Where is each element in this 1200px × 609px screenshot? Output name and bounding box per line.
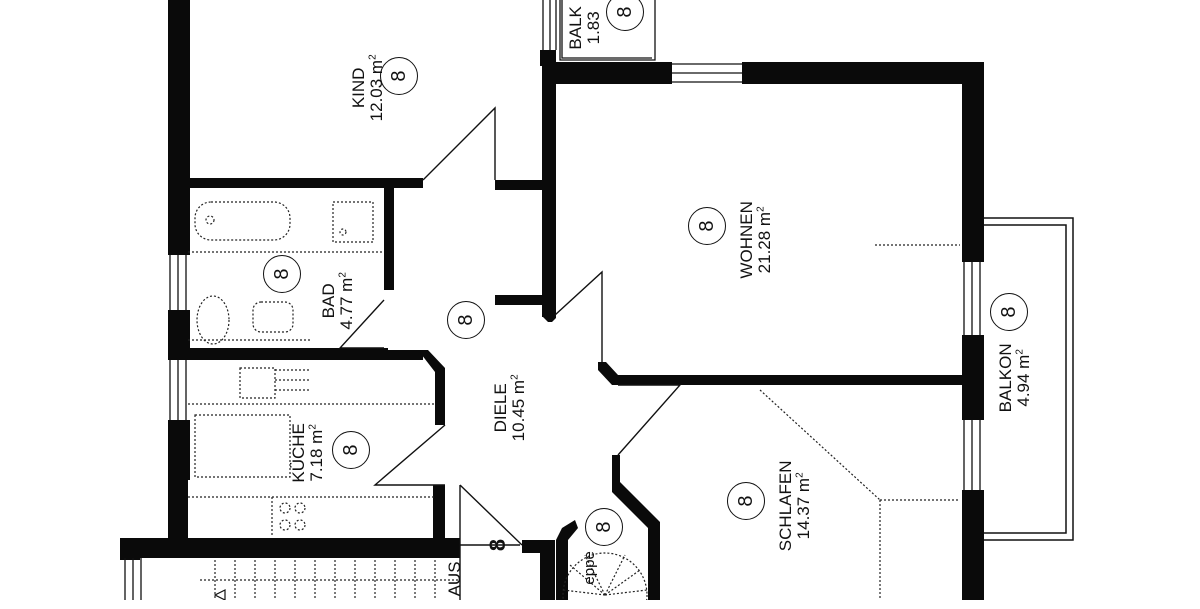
- room-label-kind: KIND 12.03 m2: [349, 38, 386, 138]
- room-name: DIELE: [491, 383, 511, 433]
- room-label-balkon: BALKON 4.94 m2: [996, 328, 1033, 428]
- room-marker-kind: 8: [380, 57, 418, 95]
- walls: [120, 0, 984, 600]
- room-label-diele: DIELE 10.45 m2: [491, 358, 528, 458]
- room-name: KÜCHE: [289, 423, 309, 483]
- room-area: 1.83: [584, 11, 603, 45]
- room-label-kueche: KÜCHE 7.18 m2: [289, 403, 326, 503]
- room-marker-schlafen: 8: [727, 482, 765, 520]
- furniture: [188, 201, 960, 609]
- door-marker: 8: [485, 538, 511, 552]
- stair-arrow: [213, 589, 226, 601]
- stair-label: eppe: [581, 551, 599, 585]
- room-name: BALKON: [996, 343, 1016, 413]
- room-area: 21.28 m2: [755, 206, 774, 274]
- windows: [124, 0, 981, 600]
- room-name: SCHLAFEN: [776, 460, 796, 552]
- room-marker-balkon: 8: [990, 293, 1028, 331]
- room-marker-wohnen: 8: [688, 207, 726, 245]
- room-name: BALK: [566, 6, 586, 50]
- room-label-bad: BAD 4.77 m2: [319, 251, 356, 351]
- room-area: 4.77 m2: [337, 272, 356, 330]
- room-name: WOHNEN: [737, 201, 757, 279]
- room-label-balkon-small: BALK 1.83: [566, 0, 603, 63]
- room-area: 10.45 m2: [509, 374, 528, 442]
- room-label-schlafen: SCHLAFEN 14.37 m2: [776, 451, 813, 561]
- room-area: 14.37 m2: [794, 472, 813, 540]
- room-marker-diele: 8: [447, 301, 485, 339]
- room-name: BAD: [319, 283, 339, 319]
- room-marker-bad: 8: [263, 255, 301, 293]
- door-swings: [338, 106, 682, 600]
- room-name: KIND: [349, 67, 369, 109]
- balkon-outline: [984, 217, 1074, 541]
- room-marker-kueche: 8: [332, 431, 370, 469]
- room-label-wohnen: WOHNEN 21.28 m2: [737, 190, 774, 290]
- room-area: 4.94 m2: [1014, 349, 1033, 407]
- stair-marker: 8: [585, 508, 623, 546]
- room-area: 7.18 m2: [307, 424, 326, 482]
